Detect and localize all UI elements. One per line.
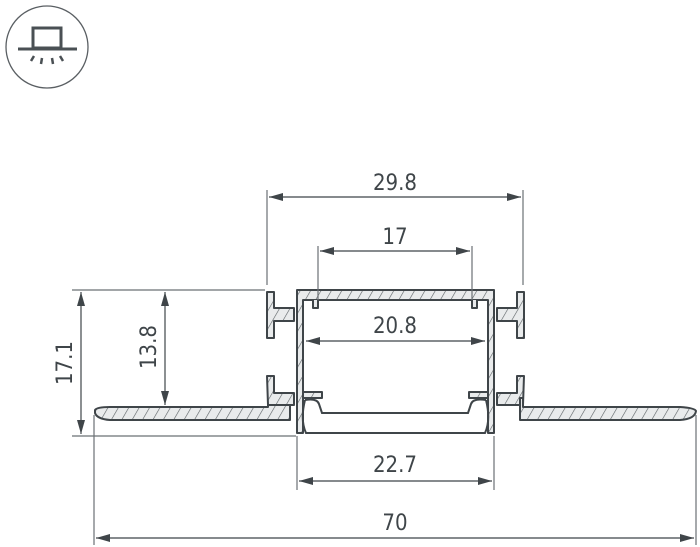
dim-outer-width-top: 29.8: [373, 171, 417, 196]
profile-cross-section: [94, 289, 697, 434]
recessed-ceiling-light-icon: [5, 5, 89, 89]
dim-total-height: 17.1: [53, 341, 78, 385]
dim-diffuser-width: 22.7: [373, 453, 417, 478]
diffuser: [301, 398, 490, 434]
dimension-lines: [72, 190, 697, 545]
dim-total-width: 70: [382, 511, 407, 536]
dim-slot-width: 17: [382, 225, 407, 250]
dim-inner-height: 13.8: [137, 325, 162, 369]
dim-inner-width: 20.8: [373, 314, 417, 339]
